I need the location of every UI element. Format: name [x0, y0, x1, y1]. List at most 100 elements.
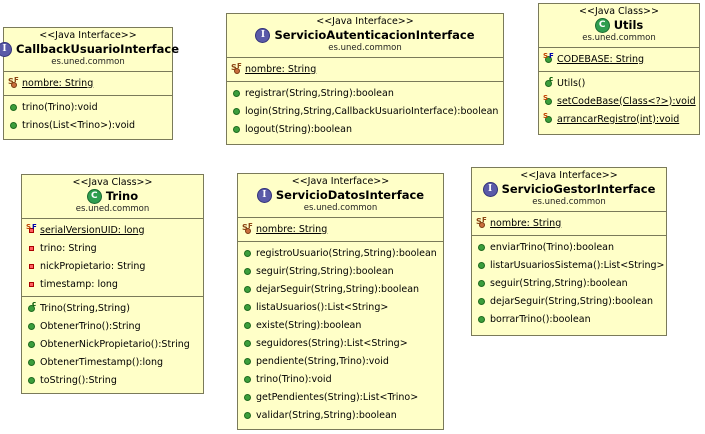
- method-row: trino(Trino):void: [238, 370, 443, 388]
- method-row: validar(String,String):boolean: [238, 406, 443, 424]
- method-row: toString():String: [22, 371, 203, 389]
- public-method-icon: [26, 338, 37, 350]
- method-row: login(String,String,CallbackUsuarioInter…: [227, 102, 503, 120]
- interface-icon: I: [255, 28, 271, 43]
- class-name: ServicioDatosInterface: [275, 188, 425, 202]
- method-row: dejarSeguir(String,String):boolean: [238, 280, 443, 298]
- method-row: existe(String):boolean: [238, 316, 443, 334]
- method-row: dejarSeguir(String,String):boolean: [472, 292, 666, 310]
- class-name: ServicioGestorInterface: [501, 182, 656, 196]
- public-method-icon: [231, 87, 242, 99]
- class-icon: C: [594, 18, 610, 33]
- interface-icon: I: [0, 42, 12, 57]
- method-row: trino(Trino):void: [4, 98, 172, 116]
- public-method-icon: [476, 241, 487, 253]
- methods-section: enviarTrino(Trino):boolean listarUsuario…: [472, 235, 666, 331]
- public-method-icon: [476, 295, 487, 307]
- static-method-icon: S: [543, 113, 554, 125]
- public-method-icon: [242, 283, 253, 295]
- public-method-icon: [231, 105, 242, 117]
- callback-usuario-interface-box[interactable]: <<Java Interface>> I CallbackUsuarioInter…: [0, 27, 179, 140]
- method-row: ObtenerTimestamp():long: [22, 353, 203, 371]
- method-row: ObtenerTrino():String: [22, 317, 203, 335]
- method-row: seguir(String,String):boolean: [238, 262, 443, 280]
- method-row: seguidores(String):List<String>: [238, 334, 443, 352]
- public-method-icon: [231, 123, 242, 135]
- private-field-icon: [26, 260, 37, 272]
- interface-icon: I: [256, 188, 272, 203]
- constructor-icon: c: [26, 301, 37, 314]
- method-row: enviarTrino(Trino):boolean: [472, 238, 666, 256]
- public-method-icon: [242, 391, 253, 403]
- package-name: es.uned.common: [303, 203, 378, 213]
- methods-section: registrar(String,String):boolean login(S…: [227, 81, 503, 141]
- class-name: CallbackUsuarioInterface: [16, 42, 179, 56]
- method-row: trinos(List<Trino>):void: [4, 116, 172, 134]
- method-row: registroUsuario(String,String):boolean: [238, 244, 443, 262]
- public-method-icon: [242, 409, 253, 421]
- class-name: ServicioAutenticacionInterface: [274, 28, 475, 42]
- public-method-icon: [242, 265, 253, 277]
- field-row: timestamp: long: [22, 275, 203, 293]
- methods-section: trino(Trino):void trinos(List<Trino>):vo…: [4, 95, 172, 137]
- public-method-icon: [242, 337, 253, 349]
- interface-icon: I: [482, 182, 498, 197]
- method-row: borrarTrino():boolean: [472, 310, 666, 328]
- private-field-icon: [26, 278, 37, 290]
- public-method-icon: [26, 374, 37, 386]
- methods-section: registroUsuario(String,String):boolean s…: [238, 241, 443, 427]
- public-method-icon: [242, 373, 253, 385]
- stereotype: <<Java Class>>: [579, 6, 659, 17]
- constructor-icon: c: [543, 76, 554, 89]
- stereotype: <<Java Class>>: [72, 177, 153, 188]
- method-row: ObtenerNickPropietario():String: [22, 335, 203, 353]
- public-method-icon: [26, 320, 37, 332]
- stereotype: <<Java Interface>>: [39, 30, 137, 41]
- private-field-icon: [26, 242, 37, 254]
- package-name: es.uned.common: [532, 197, 606, 207]
- package-name: es.uned.common: [328, 43, 402, 53]
- stereotype: <<Java Interface>>: [291, 176, 390, 187]
- method-row: getPendientes(String):List<Trino>: [238, 388, 443, 406]
- stereotype: <<Java Interface>>: [520, 170, 618, 181]
- method-row: listaUsuarios():List<String>: [238, 298, 443, 316]
- method-row: seguir(String,String):boolean: [472, 274, 666, 292]
- method-row: logout(String):boolean: [227, 120, 503, 138]
- class-name: Utils: [613, 18, 644, 32]
- public-method-icon: [242, 247, 253, 259]
- package-name: es.uned.common: [582, 33, 656, 43]
- public-method-icon: [8, 101, 19, 113]
- stereotype: <<Java Interface>>: [316, 16, 414, 27]
- public-method-icon: [26, 356, 37, 368]
- public-method-icon: [476, 313, 487, 325]
- public-method-icon: [242, 319, 253, 331]
